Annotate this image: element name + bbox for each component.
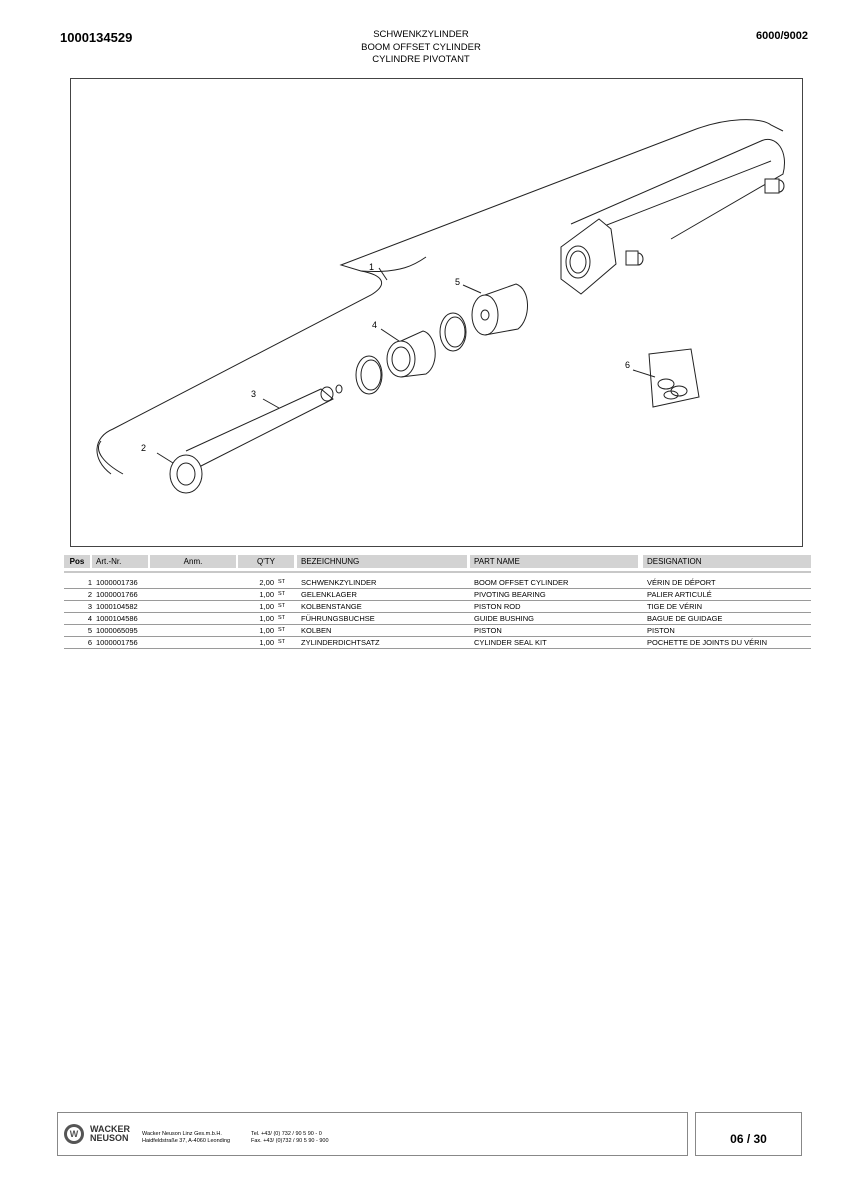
cell-english: PIVOTING BEARING (474, 590, 546, 599)
cell-unit: ST (278, 627, 286, 633)
exploded-drawing: 1 2 3 4 5 6 (70, 78, 803, 547)
cell-unit: ST (278, 639, 286, 645)
brand-line-1: WACKER (90, 1124, 130, 1134)
seal-kit-bag (648, 348, 700, 408)
callout-1: 1 (369, 262, 374, 272)
phone-number: Tel. +43/ (0) 732 / 90 5 90 - 0 (251, 1131, 322, 1137)
cell-french: BAGUE DE GUIDAGE (647, 614, 723, 623)
title-german: SCHWENKZYLINDER (373, 29, 469, 40)
cell-article: 1000065095 (96, 626, 138, 635)
cell-unit: ST (278, 615, 286, 621)
cell-french: POCHETTE DE JOINTS DU VÉRIN (647, 638, 768, 647)
cell-german: KOLBEN (301, 626, 332, 635)
callout-5: 5 (455, 277, 460, 287)
column-header-remark: Anm. (150, 555, 236, 568)
callout-6: 6 (625, 360, 630, 370)
cell-french: TIGE DE VÉRIN (647, 602, 703, 611)
column-header-article: Art.-Nr. (92, 555, 148, 568)
footer: W WACKER NEUSON Wacker Neuson Linz Ges.m… (57, 1112, 688, 1156)
cell-article: 1000104582 (96, 602, 138, 611)
model-number: 6000/9002 (756, 30, 808, 42)
table-row: 5 1000065095 1,00 ST KOLBEN PISTON PISTO… (64, 625, 811, 637)
callout-3: 3 (251, 389, 256, 399)
company-name: Wacker Neuson Linz Ges.m.b.H. (142, 1131, 222, 1137)
cell-english: GUIDE BUSHING (474, 614, 535, 623)
parts-illustration: 1 2 3 4 5 6 (96, 119, 785, 494)
company-street: Haidfeldstraße 37, A-4060 Leonding (142, 1138, 231, 1144)
cell-german: GELENKLAGER (301, 590, 357, 599)
cell-quantity: 1,00 (259, 626, 274, 635)
cell-quantity: 2,00 (259, 578, 274, 587)
table-row: 3 1000104582 1,00 ST KOLBENSTANGE PISTON… (64, 601, 811, 613)
assembly-outline-lower (98, 440, 124, 475)
cell-article: 1000001736 (96, 578, 138, 587)
cell-quantity: 1,00 (259, 590, 274, 599)
table-row: 1 1000001736 2,00 ST SCHWENKZYLINDER BOO… (64, 577, 811, 589)
column-header-french: DESIGNATION (643, 555, 811, 568)
brand-line-2: NEUSON (90, 1133, 129, 1143)
cell-unit: ST (278, 591, 286, 597)
table-row: 4 1000104586 1,00 ST FÜHRUNGSBUCHSE GUID… (64, 613, 811, 625)
cell-pos: 2 (87, 590, 92, 599)
callout-4: 4 (372, 320, 377, 330)
document-title: SCHWENKZYLINDER BOOM OFFSET CYLINDER CYL… (0, 29, 842, 67)
cell-french: PISTON (647, 626, 675, 635)
cell-french: VÉRIN DE DÉPORT (647, 578, 716, 587)
fax-number: Fax. +43/ (0)732 / 90 5 90 - 900 (251, 1138, 329, 1144)
cell-pos: 1 (87, 578, 92, 587)
brand-name: WACKER NEUSON (90, 1125, 130, 1143)
cell-article: 1000001766 (96, 590, 138, 599)
column-header-german: BEZEICHNUNG (297, 555, 467, 568)
piston-rod (169, 384, 343, 494)
wacker-logo-icon: W (64, 1124, 84, 1144)
table-row: 6 1000001756 1,00 ST ZYLINDERDICHTSATZ C… (64, 637, 811, 649)
seal-ring-a (355, 355, 383, 395)
seal-ring-b (439, 312, 467, 352)
assembly-outline-upper (360, 256, 427, 273)
cell-pos: 6 (87, 638, 92, 647)
table-row: 2 1000001766 1,00 ST GELENKLAGER PIVOTIN… (64, 589, 811, 601)
cell-english: BOOM OFFSET CYLINDER (474, 578, 569, 587)
cell-pos: 4 (87, 614, 92, 623)
assembly-outline (96, 119, 784, 475)
cell-german: FÜHRUNGSBUCHSE (301, 614, 375, 623)
column-header-quantity: Q'TY (238, 555, 294, 568)
guide-bushing (386, 330, 436, 378)
cell-article: 1000001756 (96, 638, 138, 647)
cell-pos: 3 (87, 602, 92, 611)
cell-quantity: 1,00 (259, 638, 274, 647)
callout-2: 2 (141, 443, 146, 453)
page-number: 06 / 30 (695, 1112, 802, 1156)
cell-unit: ST (278, 603, 286, 609)
column-header-english: PART NAME (470, 555, 638, 568)
cell-pos: 5 (87, 626, 92, 635)
cylinder-barrel (560, 138, 785, 295)
cell-german: KOLBENSTANGE (301, 602, 362, 611)
cell-german: ZYLINDERDICHTSATZ (301, 638, 380, 647)
cell-english: CYLINDER SEAL KIT (474, 638, 547, 647)
cell-french: PALIER ARTICULÉ (647, 590, 712, 599)
cell-quantity: 1,00 (259, 602, 274, 611)
cell-german: SCHWENKZYLINDER (301, 578, 377, 587)
document-number: 1000134529 (60, 30, 133, 45)
contact-info: Tel. +43/ (0) 732 / 90 5 90 - 0 Fax. +43… (251, 1131, 329, 1145)
cell-english: PISTON (474, 626, 502, 635)
header-divider (64, 571, 811, 573)
cell-article: 1000104586 (96, 614, 138, 623)
title-english: BOOM OFFSET CYLINDER (361, 41, 481, 53)
cell-quantity: 1,00 (259, 614, 274, 623)
title-french: CYLINDRE PIVOTANT (372, 54, 470, 65)
cell-unit: ST (278, 579, 286, 585)
column-header-pos: Pos (64, 555, 90, 568)
cell-english: PISTON ROD (474, 602, 521, 611)
company-address: Wacker Neuson Linz Ges.m.b.H. Haidfeldst… (142, 1131, 230, 1145)
piston-part (471, 283, 528, 336)
